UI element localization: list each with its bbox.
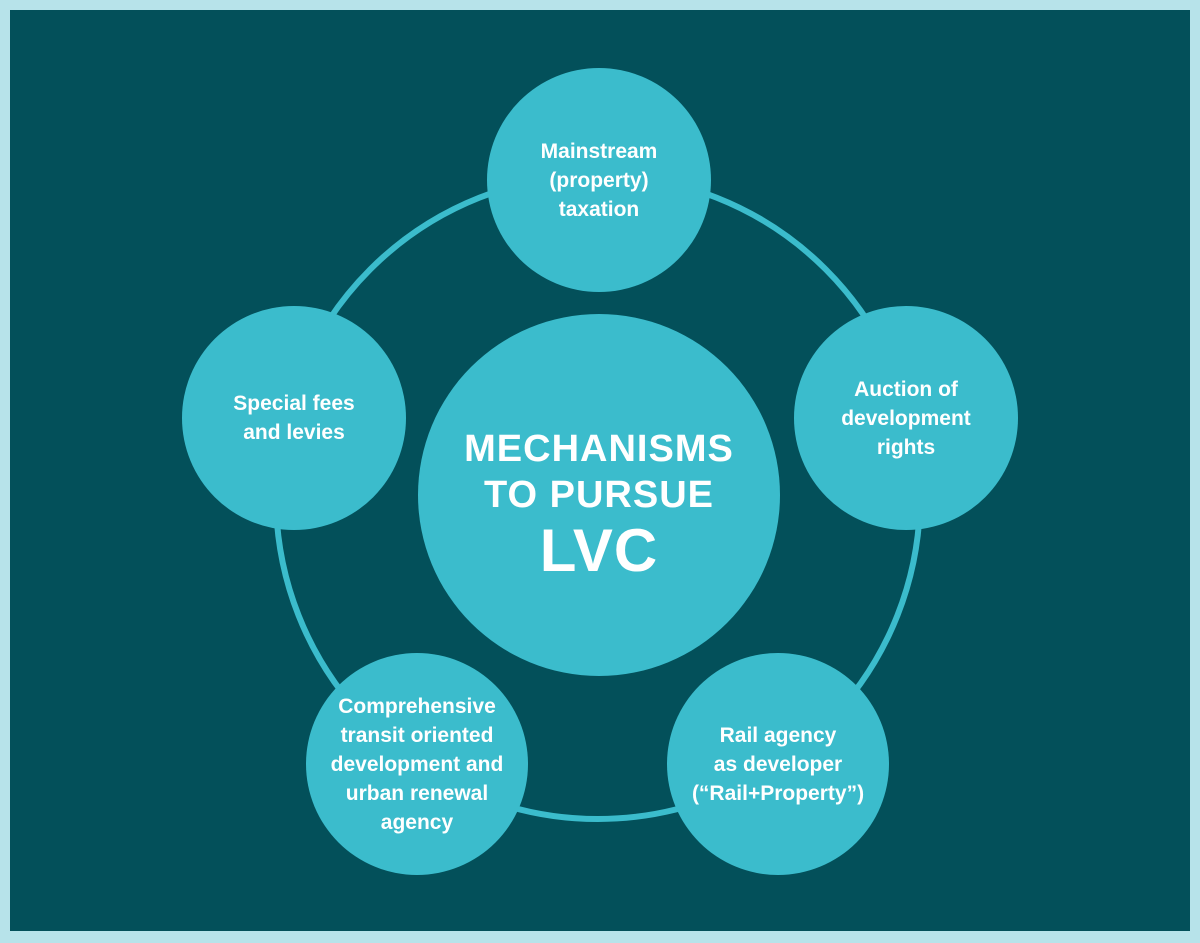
- center-title-line2: TO PURSUE: [483, 474, 714, 516]
- node-auction-development-rights: Auction of development rights: [794, 306, 1018, 530]
- node-comprehensive-tod-agency: Comprehensive transit oriented developme…: [306, 653, 528, 875]
- node-label: Comprehensive transit oriented developme…: [330, 694, 504, 834]
- node-special-fees-levies: Special fees and levies: [182, 306, 406, 530]
- center-title-line1: MECHANISMS: [464, 428, 734, 470]
- node-rail-agency-developer: Rail agency as developer (“Rail+Property…: [667, 653, 889, 875]
- node-label: Rail agency as developer (“Rail+Property…: [691, 723, 865, 805]
- node-label: Mainstream (property) taxation: [540, 139, 658, 221]
- center-title-line3: LVC: [539, 517, 659, 584]
- node-label: Auction of development rights: [841, 377, 971, 459]
- node-mainstream-taxation: Mainstream (property) taxation: [487, 68, 711, 292]
- node-label: Special fees and levies: [233, 392, 355, 444]
- center-circle: MECHANISMS TO PURSUE LVC: [418, 314, 780, 676]
